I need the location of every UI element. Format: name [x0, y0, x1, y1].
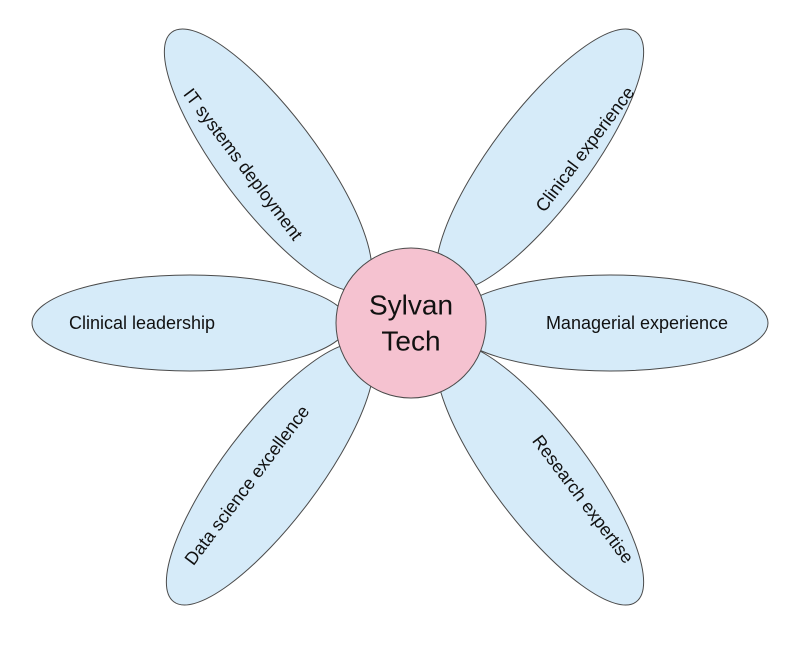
petal-label: Managerial experience [546, 313, 728, 333]
center-circle [335, 247, 487, 399]
petal-clinical-leadership: Clinical leadership [31, 274, 349, 372]
petal-managerial-experience: Managerial experience [451, 274, 769, 372]
center-node: Sylvan Tech [335, 247, 487, 399]
center-title-line1: Sylvan [369, 289, 453, 320]
center-title-line2: Tech [381, 325, 440, 356]
petal-label: Clinical leadership [69, 313, 215, 333]
